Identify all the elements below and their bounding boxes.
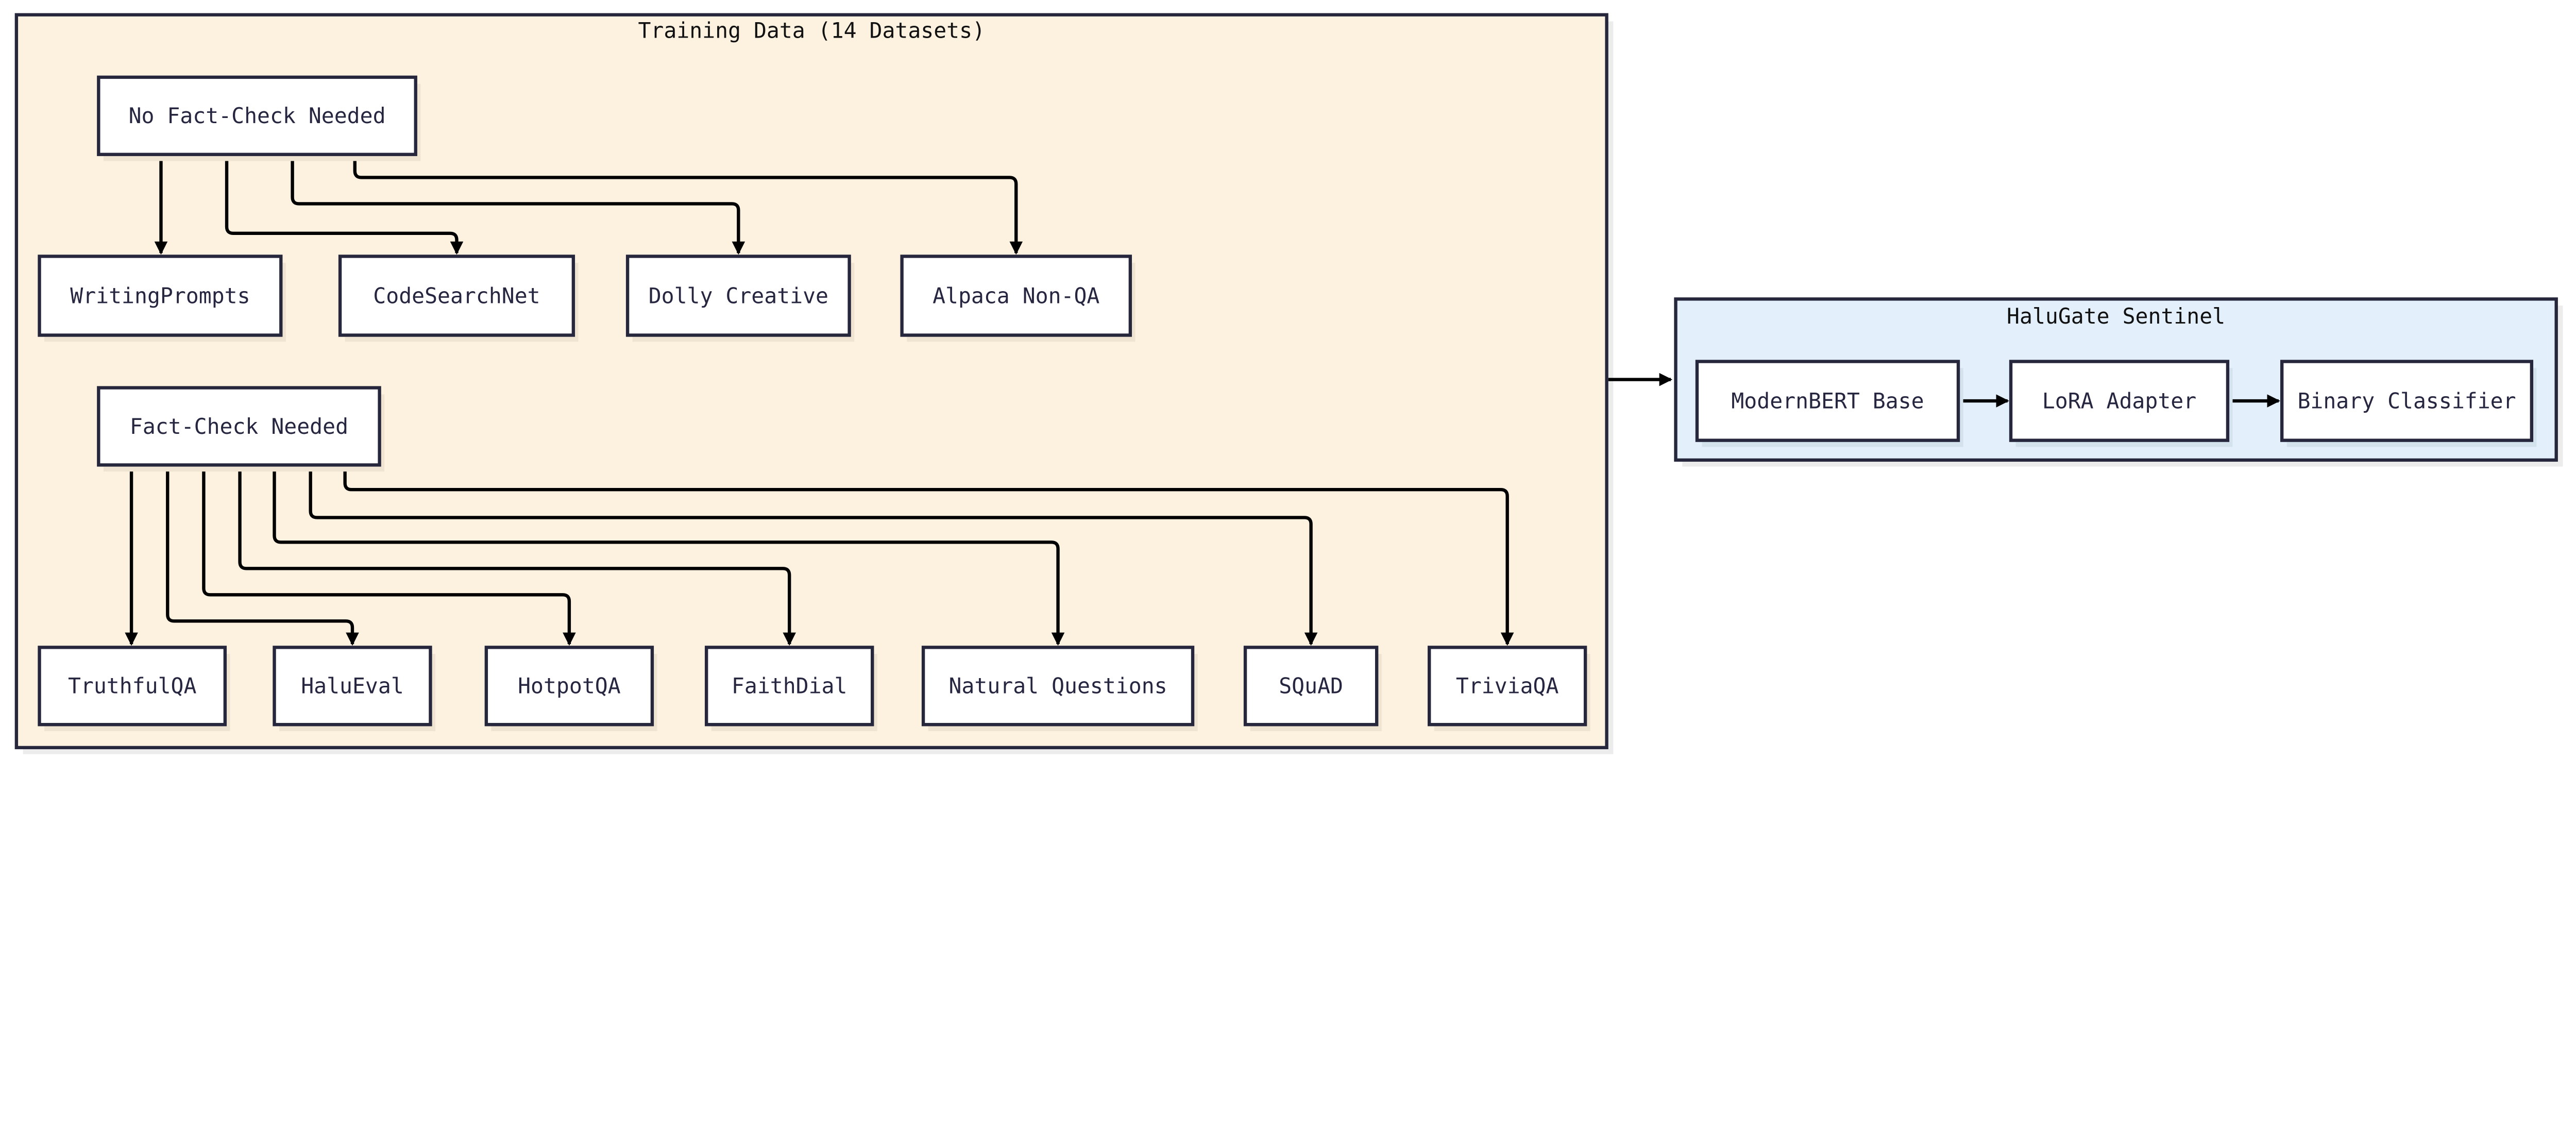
dataset-node-codesearchnet-label: CodeSearchNet bbox=[373, 283, 540, 308]
dataset-node-triviaqa-box bbox=[1428, 646, 1587, 727]
stage-node-modernbert-base-label: ModernBERT Base bbox=[1731, 389, 1924, 413]
dataset-node-alpaca-non-qa-label: Alpaca Non-QA bbox=[933, 283, 1099, 308]
edge-fc-5 bbox=[309, 466, 1318, 646]
dataset-node-dolly-creative-box bbox=[625, 255, 851, 337]
dataset-node-halueval-box bbox=[273, 646, 432, 727]
dataset-node-truthfulqa[interactable]: TruthfulQA bbox=[38, 646, 230, 731]
dataset-node-dolly-creative-label: Dolly Creative bbox=[649, 283, 828, 308]
stage-node-lora-adapter-label: LoRA Adapter bbox=[2042, 389, 2196, 413]
edge-nfc-3 bbox=[353, 156, 1023, 255]
stage-node-binary-classifier[interactable]: Binary Classifier bbox=[2280, 360, 2537, 447]
dataset-node-triviaqa[interactable]: TriviaQA bbox=[1428, 646, 1590, 731]
edge-fc-1 bbox=[166, 466, 359, 646]
dataset-node-truthfulqa-box bbox=[38, 646, 227, 727]
dataset-node-hotpotqa-box bbox=[484, 646, 654, 727]
stage-node-lora-adapter[interactable]: LoRA Adapter bbox=[2009, 360, 2233, 447]
dataset-node-faithdial-label: FaithDial bbox=[732, 674, 848, 699]
dataset-node-hotpotqa[interactable]: HotpotQA bbox=[484, 646, 657, 731]
diagram: Training Data (14 Datasets) HaluGate Sent… bbox=[14, 13, 2563, 754]
dataset-node-faithdial[interactable]: FaithDial bbox=[704, 646, 877, 731]
dataset-node-codesearchnet-box bbox=[338, 255, 575, 337]
dataset-node-halueval-label: HaluEval bbox=[301, 674, 404, 699]
stage-node-modernbert-base-box bbox=[1695, 360, 1960, 442]
edge-nfc-1 bbox=[225, 156, 464, 255]
stage-node-binary-classifier-label: Binary Classifier bbox=[2297, 389, 2516, 413]
dataset-node-alpaca-non-qa[interactable]: Alpaca Non-QA bbox=[900, 255, 1136, 342]
dataset-node-dolly-creative[interactable]: Dolly Creative bbox=[625, 255, 855, 342]
no-fact-check-node-box bbox=[97, 75, 417, 156]
fact-check-node-label: Fact-Check Needed bbox=[130, 414, 348, 439]
dataset-node-natural-questions-box bbox=[921, 646, 1195, 727]
dataset-node-squad-label: SQuAD bbox=[1279, 674, 1343, 699]
edge-fc-3 bbox=[238, 466, 796, 646]
stage-node-lora-adapter-box bbox=[2009, 360, 2230, 442]
dataset-node-faithdial-box bbox=[704, 646, 874, 727]
stage-node-modernbert-base[interactable]: ModernBERT Base bbox=[1695, 360, 1963, 447]
edge-nfc-2 bbox=[291, 156, 745, 255]
dataset-node-natural-questions[interactable]: Natural Questions bbox=[921, 646, 1198, 731]
fact-check-node-box bbox=[97, 386, 381, 467]
dataset-node-codesearchnet[interactable]: CodeSearchNet bbox=[338, 255, 579, 342]
dataset-node-writingprompts-box bbox=[38, 255, 283, 337]
no-fact-check-node[interactable]: No Fact-Check Needed bbox=[97, 75, 421, 161]
fact-check-node[interactable]: Fact-Check Needed bbox=[97, 386, 385, 472]
halugate-sentinel-group-title: HaluGate Sentinel bbox=[2007, 304, 2225, 329]
dataset-node-halueval[interactable]: HaluEval bbox=[273, 646, 436, 731]
dataset-node-alpaca-non-qa-box bbox=[900, 255, 1132, 337]
edge-fc-6 bbox=[343, 466, 1514, 646]
dataset-node-writingprompts[interactable]: WritingPrompts bbox=[38, 255, 286, 342]
no-fact-check-node-label: No Fact-Check Needed bbox=[129, 104, 386, 128]
dataset-node-squad[interactable]: SQuAD bbox=[1243, 646, 1382, 731]
dataset-node-writingprompts-label: WritingPrompts bbox=[70, 283, 250, 308]
training-data-group-title: Training Data (14 Datasets) bbox=[638, 18, 985, 43]
edge-fc-4 bbox=[273, 466, 1065, 646]
dataset-node-truthfulqa-label: TruthfulQA bbox=[68, 674, 197, 699]
stage-node-binary-classifier-box bbox=[2280, 360, 2534, 442]
dataset-node-natural-questions-label: Natural Questions bbox=[948, 674, 1167, 699]
edge-fc-2 bbox=[202, 466, 576, 646]
dataset-node-triviaqa-label: TriviaQA bbox=[1456, 674, 1559, 699]
dataset-node-hotpotqa-label: HotpotQA bbox=[518, 674, 621, 699]
dataset-node-squad-box bbox=[1243, 646, 1379, 727]
